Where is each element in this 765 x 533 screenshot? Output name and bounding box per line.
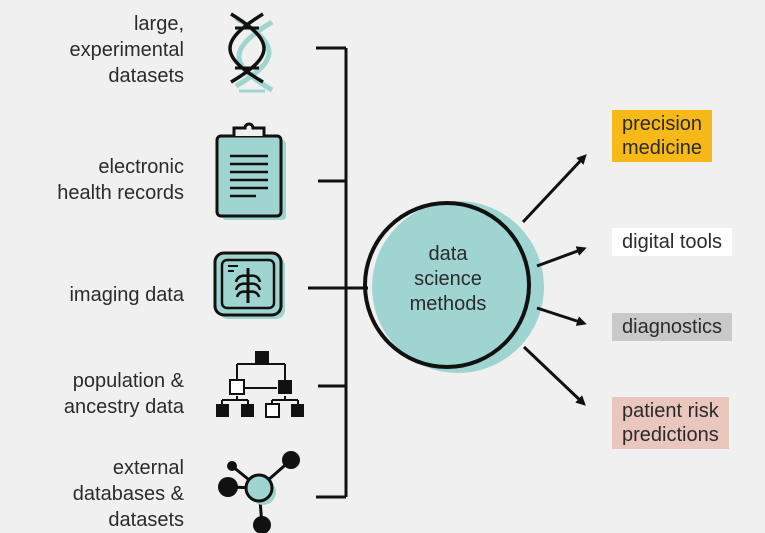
output-arrows bbox=[521, 154, 587, 406]
output-diagnostics: diagnostics bbox=[612, 313, 733, 341]
arrow-to-precision bbox=[521, 154, 587, 224]
pedigree-icon bbox=[216, 351, 304, 418]
arrow-to-diagnostics bbox=[536, 306, 587, 326]
arrow-to-digital bbox=[536, 246, 587, 268]
center-circle bbox=[363, 201, 544, 373]
dna-icon bbox=[228, 12, 274, 93]
input-bracket bbox=[308, 46, 368, 499]
input-label-imaging-data: imaging data bbox=[69, 284, 184, 306]
clipboard-icon bbox=[215, 122, 286, 220]
network-icon bbox=[218, 451, 300, 533]
output-digital-tools: digital tools bbox=[612, 228, 733, 256]
arrow-to-risk bbox=[522, 345, 586, 406]
input-label-population-data: population &ancestry data bbox=[63, 370, 184, 418]
xray-icon bbox=[213, 251, 285, 319]
